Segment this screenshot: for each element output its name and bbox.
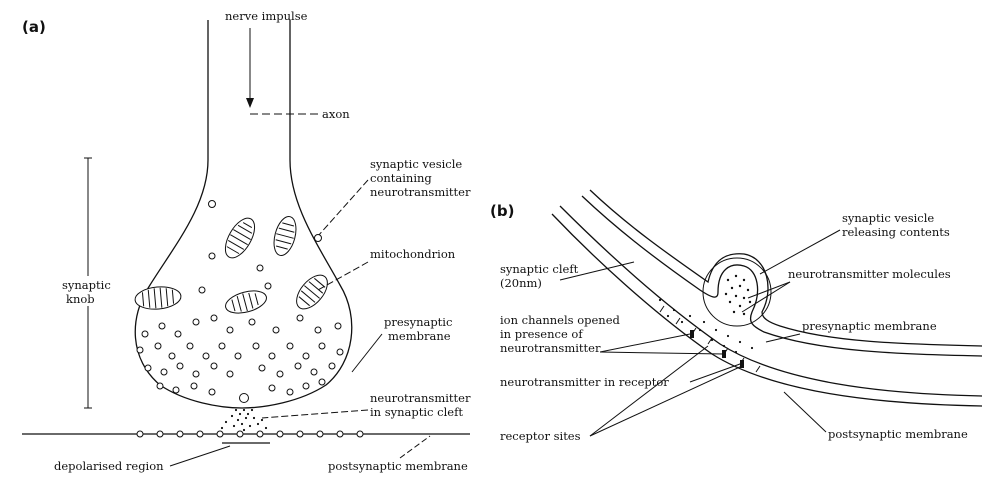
label-receptor-sites: receptor sites (500, 429, 581, 443)
mitochondrion (134, 286, 182, 310)
membrane-channels (136, 430, 364, 438)
label-synaptic-cleft-1: synaptic cleft (500, 262, 579, 276)
label-ion-channels-1: ion channels opened (500, 313, 621, 327)
presynaptic-membrane-b-leader (765, 333, 801, 343)
postsynaptic-membrane-a-leader (399, 435, 431, 459)
nerve-impulse-arrowhead (246, 98, 254, 108)
label-nt-in-receptor: neurotransmitter in receptor (500, 375, 669, 389)
postsynaptic-membrane-upper (559, 205, 983, 397)
label-synaptic-cleft-2: (20nm) (500, 276, 542, 290)
label-synaptic-vesicle-3: neurotransmitter (370, 185, 471, 199)
depolarised-region-leader (169, 445, 231, 467)
label-synaptic-knob-1: synaptic (62, 278, 111, 292)
label-nerve-impulse: nerve impulse (225, 9, 308, 23)
label-depolarised-region: depolarised region (54, 459, 164, 473)
receptor-sites-leader-1 (589, 345, 709, 437)
label-nt-cleft-2: in synaptic cleft (370, 405, 463, 419)
label-synaptic-vesicle-1: synaptic vesicle (370, 157, 462, 171)
label-presynaptic-membrane-1: presynaptic (384, 315, 452, 329)
presynaptic-membrane-leader (351, 333, 383, 373)
label-nt-cleft-1: neurotransmitter (370, 391, 471, 405)
synaptic-vesicle-leader (317, 179, 369, 237)
label-synaptic-knob-2: knob (66, 292, 95, 306)
mitochondrion (225, 290, 267, 314)
receptor-sites-leader-2 (589, 365, 743, 437)
synaptic-vesicles (136, 200, 344, 403)
nt-cleft-leader (261, 409, 369, 419)
ion-channels-leader-1 (599, 333, 691, 353)
vesicle-releasing-leader (759, 229, 841, 275)
label-vesicle-releasing-1: synaptic vesicle (842, 211, 934, 225)
label-ion-channels-2: in presence of (500, 327, 583, 341)
releasing-vesicle-outline (702, 257, 772, 327)
releasing-vesicle-molecules (724, 274, 752, 316)
mitochondrion (273, 216, 297, 256)
presynaptic-membrane-outer (581, 195, 983, 357)
nt-molecules-leader-1 (747, 281, 791, 299)
presynaptic-membrane-inner (589, 189, 983, 347)
label-vesicle-releasing-2: releasing contents (842, 225, 950, 239)
nt-molecules-leader-2 (741, 281, 791, 313)
mitochondria (134, 216, 328, 314)
label-ion-channels-3: neurotransmitter (500, 341, 601, 355)
mitochondrion (296, 274, 328, 310)
label-axon: axon (322, 107, 350, 121)
synaptic-knob-outline (134, 20, 353, 409)
receptor-sites (659, 305, 761, 373)
label-presynaptic-membrane-2: membrane (388, 329, 451, 343)
panel-a: (a) nerve impulse axon synaptic vesicle … (22, 9, 471, 473)
label-nt-molecules: neurotransmitter molecules (788, 267, 951, 281)
synaptic-cleft-leader (559, 261, 635, 281)
panel-b: (b) syn (490, 189, 983, 443)
label-postsynaptic-membrane-a: postsynaptic membrane (328, 459, 468, 473)
mitochondrion (224, 217, 256, 259)
label-synaptic-vesicle-2: containing (370, 171, 432, 185)
postsynaptic-membrane-b-leader (783, 391, 827, 433)
label-postsynaptic-membrane-b: postsynaptic membrane (828, 427, 968, 441)
label-mitochondrion: mitochondrion (370, 247, 456, 261)
panel-b-letter: (b) (490, 202, 514, 220)
cleft-molecules (658, 298, 754, 354)
nt-in-receptor-leader (689, 363, 741, 383)
ion-channels-leader-2 (599, 351, 725, 355)
panel-a-letter: (a) (22, 18, 46, 36)
cleft-neurotransmitter-dots (220, 408, 268, 432)
label-presynaptic-membrane-b: presynaptic membrane (802, 319, 937, 333)
